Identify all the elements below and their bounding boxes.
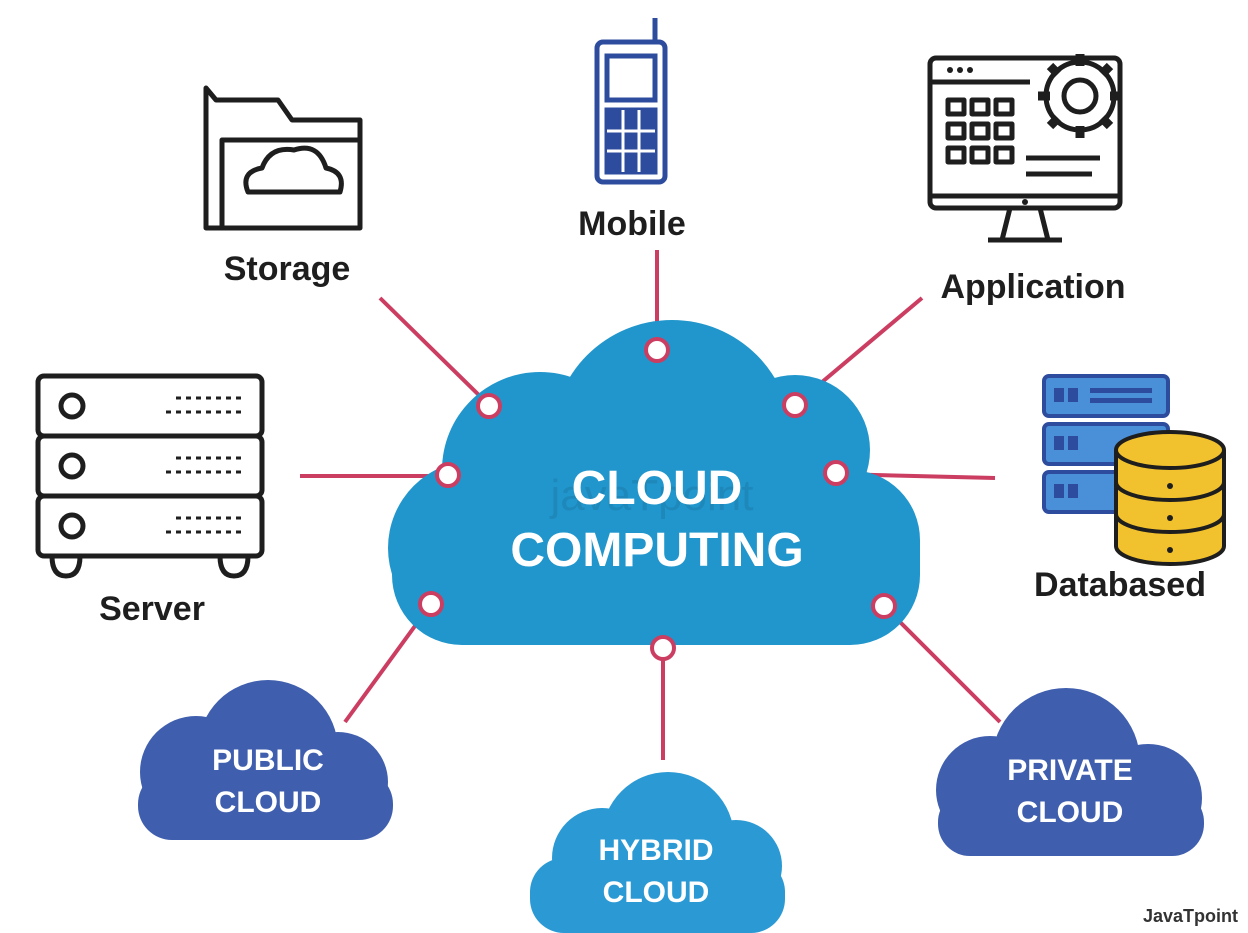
connector-nodes (418, 337, 897, 661)
center-title-line1: CLOUD (572, 462, 743, 515)
server-vents (166, 396, 246, 534)
main-cloud (388, 320, 920, 645)
hybrid-cloud-line2: CLOUD (603, 876, 710, 909)
center-title-line2: COMPUTING (510, 524, 803, 577)
javatpoint-logo: JavaTpoint (1143, 906, 1238, 926)
databased-label: Databased (1034, 566, 1206, 604)
public-cloud-line2: CLOUD (215, 786, 322, 819)
storage-label: Storage (224, 250, 351, 288)
node-public (418, 591, 444, 617)
node-hybrid (650, 635, 676, 661)
mobile-keypad (607, 110, 655, 172)
server-label: Server (99, 590, 205, 628)
hybrid-cloud-line1: HYBRID (598, 834, 713, 867)
node-private (871, 593, 897, 619)
mobile-phone-icon (594, 18, 668, 185)
folder-cloud-icon (203, 85, 363, 231)
node-application (782, 392, 808, 418)
private-cloud (936, 688, 1204, 856)
monitor-gear-icon (927, 55, 1123, 243)
server-rack-icon (35, 373, 265, 579)
database-server-icon (1042, 374, 1226, 566)
node-databased (823, 460, 849, 486)
connector-storage (378, 296, 490, 406)
node-storage (476, 393, 502, 419)
public-cloud-line1: PUBLIC (212, 744, 324, 777)
private-cloud-line2: CLOUD (1017, 796, 1124, 829)
mobile-label: Mobile (578, 205, 686, 243)
public-cloud (138, 680, 393, 840)
connector-private (882, 604, 1002, 724)
application-label: Application (940, 268, 1125, 306)
monitor-dots (947, 67, 1028, 205)
node-server (435, 462, 461, 488)
private-cloud-line1: PRIVATE (1007, 754, 1133, 787)
hybrid-cloud (530, 772, 785, 933)
node-mobile (644, 337, 670, 363)
gear-teeth (1038, 54, 1122, 138)
watermark: javaTpoint (548, 471, 753, 520)
